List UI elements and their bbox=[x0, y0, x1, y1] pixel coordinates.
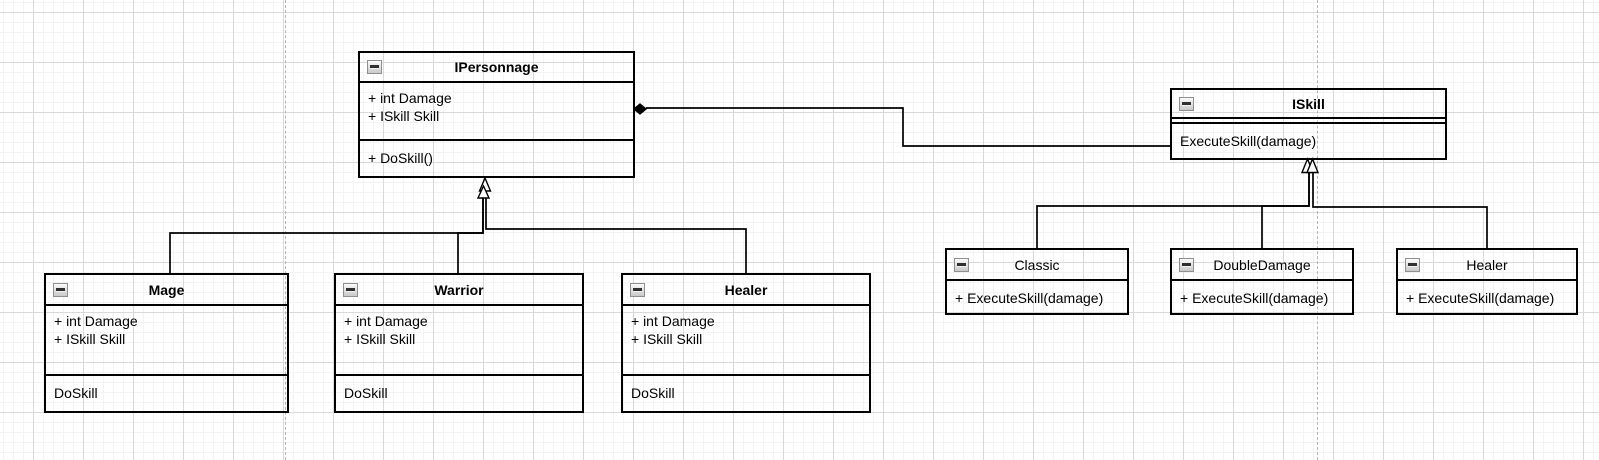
class-title: DoubleDamage bbox=[1213, 256, 1311, 273]
collapse-icon[interactable] bbox=[53, 282, 68, 297]
class-method: DoSkill bbox=[344, 385, 388, 401]
collapse-icon[interactable] bbox=[954, 257, 969, 272]
generalization-triangle-iskill-right bbox=[1305, 157, 1320, 174]
relationship-ipersonnage-iskill[interactable] bbox=[646, 107, 1170, 147]
class-method: + ExecuteSkill(damage) bbox=[1180, 290, 1329, 306]
collapse-icon[interactable] bbox=[1405, 257, 1420, 272]
class-title: Healer bbox=[1466, 256, 1508, 273]
class-attribute: + ISkill Skill bbox=[631, 331, 703, 347]
relationship-healer-ipersonnage[interactable] bbox=[485, 191, 747, 273]
class-attribute: + int Damage bbox=[344, 313, 428, 329]
page-guide bbox=[285, 0, 286, 460]
class-title: Warrior bbox=[434, 281, 484, 298]
relationship-mage-ipersonnage[interactable] bbox=[169, 198, 484, 273]
relationship-warrior-ipersonnage[interactable] bbox=[457, 198, 484, 273]
class-attribute: + int Damage bbox=[631, 313, 715, 329]
collapse-icon[interactable] bbox=[1179, 96, 1194, 111]
class-attribute: + int Damage bbox=[368, 90, 452, 106]
class-method: + DoSkill() bbox=[368, 150, 433, 166]
collapse-icon[interactable] bbox=[630, 282, 645, 297]
minus-glyph bbox=[56, 287, 65, 292]
minus-glyph bbox=[1182, 262, 1191, 267]
class-ipersonnage[interactable]: IPersonnage+ int Damage + ISkill Skill + D… bbox=[358, 51, 635, 178]
class-doubledamage[interactable]: DoubleDamage + ExecuteSkill(damage) bbox=[1170, 248, 1354, 315]
class-healer-skill[interactable]: Healer + ExecuteSkill(damage) bbox=[1396, 248, 1578, 315]
minus-glyph bbox=[1408, 262, 1417, 267]
minus-glyph bbox=[633, 287, 642, 292]
relationship-doubledamage-iskill[interactable] bbox=[1261, 173, 1310, 248]
class-title: Classic bbox=[1014, 256, 1060, 273]
class-title: IPersonnage bbox=[454, 59, 539, 75]
collapse-icon[interactable] bbox=[367, 60, 382, 74]
aggregation-diamond bbox=[632, 103, 648, 115]
page-guide bbox=[1317, 0, 1318, 460]
class-title: ISkill bbox=[1292, 95, 1325, 112]
collapse-icon[interactable] bbox=[1179, 257, 1194, 272]
collapse-icon[interactable] bbox=[343, 282, 358, 297]
relationship-classic-iskill[interactable] bbox=[1036, 173, 1310, 248]
minus-glyph bbox=[957, 262, 966, 267]
class-title: Healer bbox=[724, 281, 768, 298]
class-method: DoSkill bbox=[631, 385, 675, 401]
class-attribute: + ISkill Skill bbox=[368, 108, 440, 124]
class-method: + ExecuteSkill(damage) bbox=[1406, 290, 1555, 306]
minus-glyph bbox=[346, 287, 355, 292]
class-attribute: + int Damage bbox=[54, 313, 138, 329]
generalization-triangle-ipersonnage-back bbox=[476, 184, 491, 199]
minus-glyph bbox=[370, 65, 379, 69]
minus-glyph bbox=[1182, 101, 1191, 106]
class-classic[interactable]: Classic + ExecuteSkill(damage) bbox=[945, 248, 1129, 315]
class-attribute: + ISkill Skill bbox=[344, 331, 416, 347]
class-method: DoSkill bbox=[54, 385, 98, 401]
class-method: + ExecuteSkill(damage) bbox=[955, 290, 1104, 306]
class-method: ExecuteSkill(damage) bbox=[1180, 133, 1317, 149]
class-attribute: + ISkill Skill bbox=[54, 331, 126, 347]
relationship-healerskill-iskill[interactable] bbox=[1312, 173, 1488, 248]
class-title: Mage bbox=[148, 281, 185, 298]
